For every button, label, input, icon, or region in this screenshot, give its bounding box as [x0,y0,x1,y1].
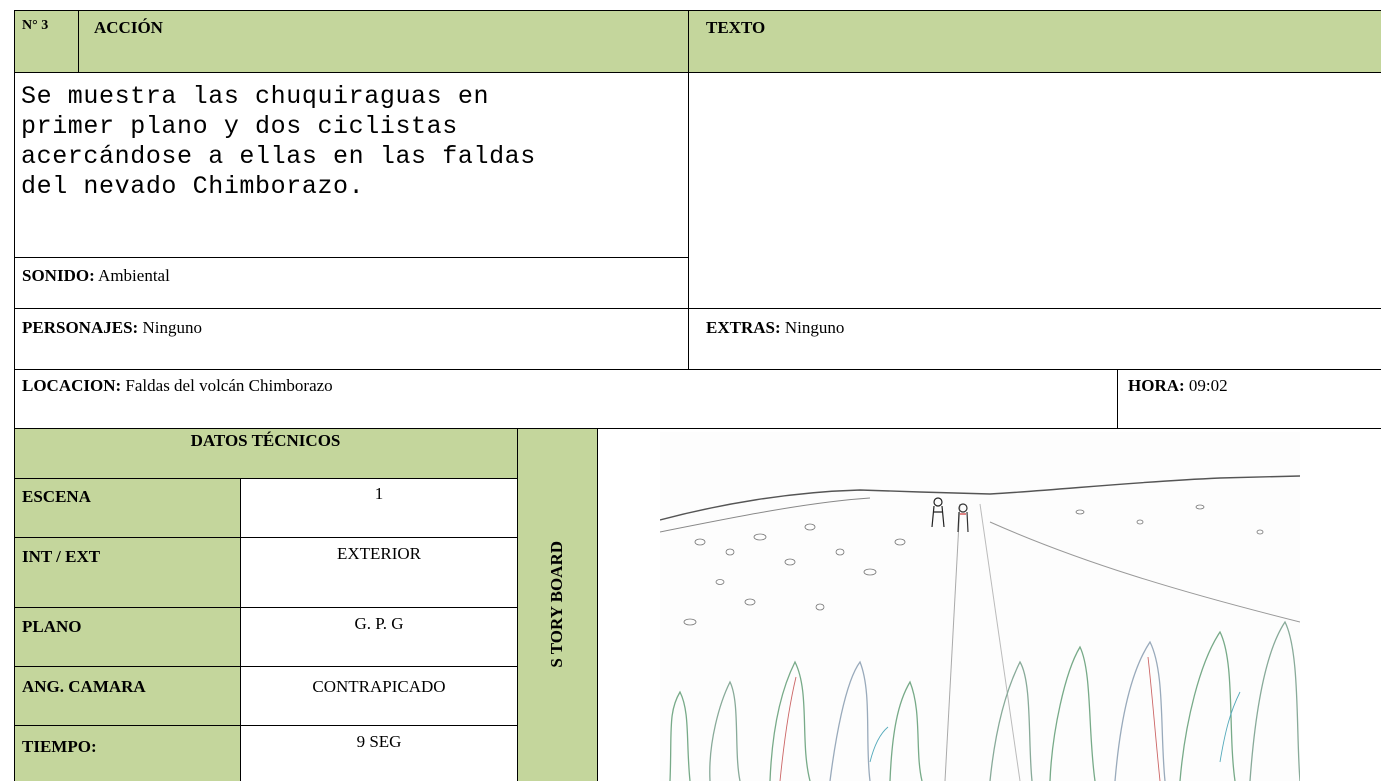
action-header: ACCIÓN [94,18,163,37]
tech-label-duration: TIEMPO: [22,737,97,756]
tech-value-duration: 9 SEG [356,732,402,751]
technical-title-bg-2 [240,428,517,478]
action-description: Se muestra las chuquiraguas en primer pl… [21,82,686,202]
characters-label: PERSONAJES: [22,318,139,337]
tech-label-camera-angle: ANG. CAMARA [22,677,146,696]
line-top [14,10,1381,11]
line-tech-row2-bottom [14,607,517,608]
characters-value: Ninguno [142,318,202,337]
action-line-1: Se muestra las chuquiraguas en [21,82,490,111]
location-field: LOCACION: Faldas del volcán Chimborazo [22,376,333,396]
extras-value: Ninguno [784,318,845,337]
line-tech-row1-bottom [14,537,517,538]
tech-value-shot: G. P. G [354,614,404,633]
line-hora-sep [1117,369,1118,428]
extras-label: EXTRAS: [706,318,781,337]
tech-value-camera-angle: CONTRAPICADO [312,677,446,696]
line-tech-row3-bottom [14,666,517,667]
tech-value-scene: 1 [374,484,384,503]
line-storyboard-right [597,428,598,781]
header-row-bg [14,10,1381,72]
line-tech-row4-bottom [14,725,517,726]
technical-title-bg [14,428,240,478]
line-location-bottom [14,428,1381,429]
line-number-sep [78,10,79,72]
technical-title: DATOS TÉCNICOS [190,431,341,450]
storyboard-label-wrap: S TORY BOARD [517,428,597,781]
time-value: 09:02 [1188,376,1228,395]
scene-number: N° 3 [22,18,49,33]
text-header: TEXTO [706,18,766,37]
sound-label: SONIDO: [22,266,95,285]
location-value: Faldas del volcán Chimborazo [125,376,333,395]
line-characters-bottom [14,369,1381,370]
tech-label-shot: PLANO [22,617,82,636]
line-sound-bottom [14,308,1381,309]
sound-field: SONIDO: Ambiental [22,266,170,286]
sound-value: Ambiental [98,266,170,285]
line-header-bottom [14,72,1381,73]
extras-field: EXTRAS: Ninguno [706,318,844,338]
action-line-4: del nevado Chimborazo. [21,172,365,201]
characters-field: PERSONAJES: Ninguno [22,318,202,338]
time-field: HORA: 09:02 [1128,376,1228,396]
location-label: LOCACION: [22,376,122,395]
tech-value-intext: EXTERIOR [336,544,422,563]
line-storyboard-left [517,428,518,781]
action-line-3: acercándose a ellas en las faldas [21,142,536,171]
storyboard-sketch [660,432,1300,781]
technical-labels-bg [14,478,240,781]
line-tech-title-bottom [14,478,517,479]
action-line-2: primer plano y dos ciclistas [21,112,458,141]
tech-label-intext: INT / EXT [22,547,101,566]
tech-label-scene: ESCENA [22,487,91,506]
line-action-bottom [14,257,688,258]
line-middle [688,10,689,369]
storyboard-column-bg [517,428,597,781]
line-left [14,10,15,781]
line-tech-col [240,478,241,781]
storyboard-label: S TORY BOARD [547,541,566,668]
time-label: HORA: [1128,376,1185,395]
storyboard-image [660,432,1300,781]
